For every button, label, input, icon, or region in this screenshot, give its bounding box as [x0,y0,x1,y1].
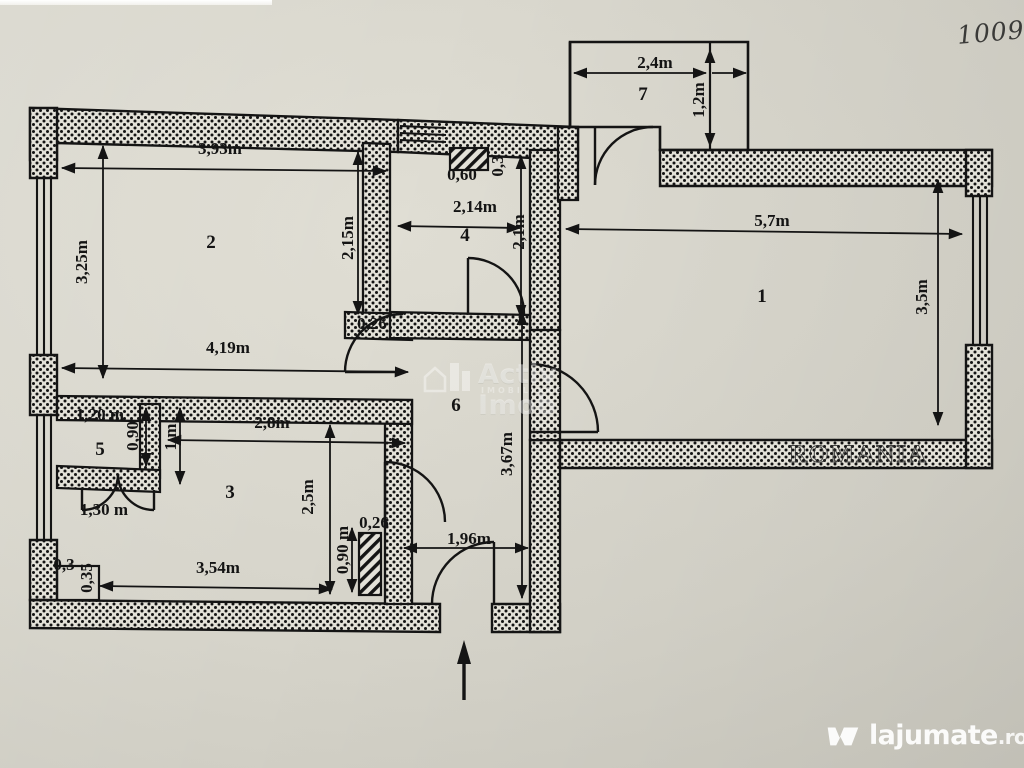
dimension-d-21: 2,1m [509,214,528,249]
dimension-d-03b: 0,3 [53,555,74,574]
dimension-d-24: 2,4m [637,53,672,72]
dimension-d-354: 3,54m [196,558,240,577]
window-left-upper [35,178,53,355]
door-room1 [529,362,600,434]
door-room3 [383,460,447,523]
dimension-d-419: 4,19m [206,338,250,357]
dimension-d-214: 2,14m [453,197,497,216]
dimension-d-35: 3,5m [912,279,931,314]
dimension-labels: 3,93m 3,25m 4,19m 2,15m 0,26 0,60 0,3 2,14m 2,1m… [53,53,931,593]
dimension-d-393: 3,93m [198,139,242,158]
room-label-6: 6 [451,395,461,416]
dimension-d-57: 5,7m [754,211,789,230]
door-balcony [593,125,654,186]
dimension-d-1m: 1 m [161,424,180,451]
room-label-4: 4 [460,225,470,246]
window-right-room1 [971,196,989,345]
door-room4 [466,256,526,315]
partition-block-lower [357,531,383,597]
door-entrance [430,540,496,605]
dimension-d-325: 3,25m [72,240,91,284]
partition-block-upper [448,146,490,172]
room-label-1: 1 [757,286,767,307]
walls-group [28,40,994,634]
dimension-d-367: 3,67m [497,432,516,476]
dimension-d-090a: 0,90 [123,421,142,451]
dimension-d-026b: 0,26 [359,513,389,532]
dimension-d-026a: 0,26 [357,314,387,333]
dimension-d-130: 1,30 m [80,500,128,519]
door-room5 [80,473,156,512]
dimension-d-12: 1,2m [689,82,708,117]
entrance-arrow [457,640,471,700]
dimension-d-28: 2,8m [254,413,289,432]
handwritten-note: 1009 [955,15,1024,50]
room-label-5: 5 [95,439,105,460]
dimension-d-060: 0,60 [447,165,477,184]
dimension-lines [60,48,964,600]
room-label-7: 7 [638,84,648,105]
dimension-d-03a: 0,3 [488,155,507,176]
dimension-d-090b: 0,90 m [333,526,352,574]
room-labels: 1 2 3 4 5 6 7 [95,84,767,503]
dimension-d-035: 0,35 [77,563,96,593]
dimension-d-196: 1,96m [447,529,491,548]
dimension-d-120: 1,20 m [76,405,124,424]
top-white-strip [0,0,272,5]
window-top-room2 [399,124,447,144]
dimension-d-215: 2,15m [338,216,357,260]
room-label-3: 3 [225,482,235,503]
window-left-lower [35,415,53,540]
room-label-2: 2 [206,232,216,253]
dimension-d-25: 2,5m [298,479,317,514]
